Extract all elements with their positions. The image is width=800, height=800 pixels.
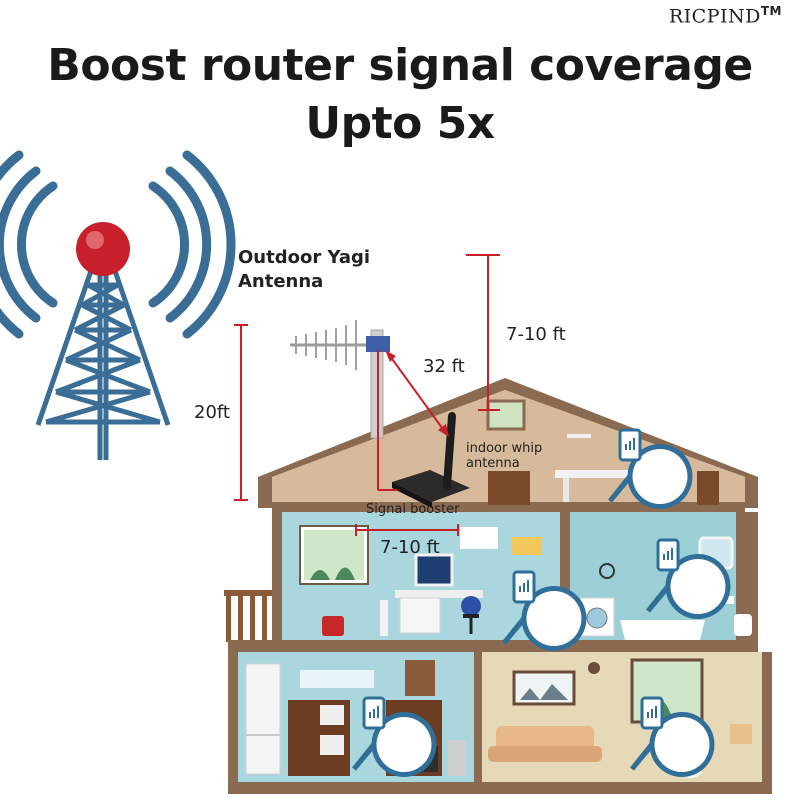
headline-line-2: Upto 5x bbox=[305, 98, 495, 149]
phone-pin-icon bbox=[502, 570, 587, 651]
house bbox=[224, 378, 772, 794]
indoor-whip-label-line-2: antenna bbox=[466, 456, 520, 471]
phone-pin-icon bbox=[608, 428, 693, 509]
roof-distance-label: 7-10 ft bbox=[506, 324, 566, 345]
phone-pin-icon bbox=[646, 538, 731, 619]
phone-pin-icon bbox=[630, 696, 715, 777]
antenna-height-label: 20ft bbox=[194, 402, 230, 423]
cell-tower-icon bbox=[0, 150, 236, 460]
indoor-distance-label: 7-10 ft bbox=[380, 537, 440, 558]
brand-name: RICPIND bbox=[668, 5, 761, 28]
signal-booster-label: Signal booster bbox=[366, 502, 460, 517]
measurement-lines bbox=[234, 254, 500, 536]
antenna-cable-distance-label: 32 ft bbox=[423, 356, 465, 377]
phone-pin-icon bbox=[352, 696, 437, 777]
brand-logo: RICPINDTM bbox=[669, 4, 782, 27]
outdoor-antenna-label-line-1: Outdoor Yagi bbox=[238, 247, 370, 268]
yagi-antenna-icon bbox=[290, 320, 390, 439]
signal-booster-device-icon bbox=[392, 412, 470, 508]
headline-line-1: Boost router signal coverage bbox=[47, 40, 753, 91]
indoor-whip-label-line-1: indoor whip bbox=[466, 441, 542, 456]
brand-trademark: TM bbox=[760, 4, 782, 18]
attic-window bbox=[486, 399, 526, 431]
outdoor-antenna-label-line-2: Antenna bbox=[238, 271, 323, 292]
